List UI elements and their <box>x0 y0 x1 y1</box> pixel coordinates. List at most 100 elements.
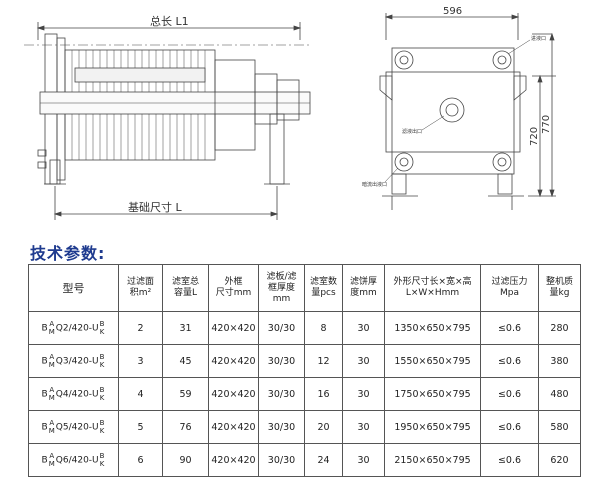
cell-weight: 280 <box>538 311 581 345</box>
front-view <box>24 22 312 220</box>
cell-cake: 30 <box>342 443 385 477</box>
cell-area: 3 <box>118 344 163 378</box>
col-area-l2: 积m² <box>129 288 152 298</box>
cell-pressure: ≤0.6 <box>480 311 539 345</box>
col-frame: 外框 尺寸mm <box>208 264 259 312</box>
col-thickness-l1: 滤板/滤 <box>266 271 297 282</box>
col-weight-l2: 量kg <box>549 288 570 298</box>
cell-thickness: 30/30 <box>258 344 305 378</box>
cell-chambers: 16 <box>304 377 343 411</box>
col-frame-l2: 尺寸mm <box>215 288 252 298</box>
col-volume: 滤室总 容量L <box>162 264 209 312</box>
model-prefix-variant: A <box>49 353 55 361</box>
col-model: 型号 <box>28 264 119 312</box>
cell-pressure: ≤0.6 <box>480 410 539 444</box>
model-suffix-variant: B <box>99 386 105 394</box>
technical-drawing: 总长 L1 基础尺寸 L <box>24 6 556 220</box>
cell-cake: 30 <box>342 344 385 378</box>
cell-cake: 30 <box>342 410 385 444</box>
cell-weight: 620 <box>538 443 581 477</box>
cell-volume: 31 <box>162 311 209 345</box>
cell-thickness: 30/30 <box>258 311 305 345</box>
cell-area: 6 <box>118 443 163 477</box>
cell-volume: 76 <box>162 410 209 444</box>
model-prefix: B <box>41 323 48 334</box>
cell-weight: 380 <box>538 344 581 378</box>
col-pressure-l2: Mpa <box>500 288 519 298</box>
col-thickness: 滤板/滤 框厚度 mm <box>258 264 305 312</box>
cell-area: 4 <box>118 377 163 411</box>
callout-mid: 滤液出口 <box>402 128 422 135</box>
col-volume-l2: 容量L <box>173 288 197 298</box>
spec-table: 型号 过滤面 积m² 滤室总 容量L 外框 尺寸mm 滤板/滤 框厚度 mm 滤… <box>28 264 581 477</box>
cell-weight: 580 <box>538 410 581 444</box>
col-cake-l2: 度mm <box>350 288 377 298</box>
col-chambers-l1: 滤室数 <box>309 277 337 287</box>
col-dimensions-l1: 外形尺寸长×宽×高 <box>393 277 472 287</box>
model-suffix-variant: B <box>99 320 105 328</box>
cell-frame: 420×420 <box>208 377 259 411</box>
cell-cake: 30 <box>342 311 385 345</box>
cell-chambers: 24 <box>304 443 343 477</box>
cell-pressure: ≤0.6 <box>480 377 539 411</box>
cell-volume: 59 <box>162 377 209 411</box>
model-prefix-variant: A <box>49 386 55 394</box>
model-prefix-variant: A <box>49 419 55 427</box>
col-dimensions-l2: L×W×Hmm <box>405 288 460 298</box>
col-volume-l1: 滤室总 <box>171 277 199 287</box>
col-cake-l1: 滤饼厚 <box>349 277 377 287</box>
col-area: 过滤面 积m² <box>118 264 163 312</box>
model-code: Q4/420-U <box>55 389 99 400</box>
callout-top: 进液口 <box>531 35 546 42</box>
col-pressure: 过滤压力 Mpa <box>480 264 539 312</box>
col-chambers-l2: 量pcs <box>311 288 336 298</box>
model-prefix: B <box>41 455 48 466</box>
cell-frame: 420×420 <box>208 443 259 477</box>
cell-cake: 30 <box>342 377 385 411</box>
col-weight-l1: 整机质 <box>545 277 573 287</box>
cell-area: 5 <box>118 410 163 444</box>
side-width-dim: 596 <box>443 6 462 17</box>
cell-frame: 420×420 <box>208 410 259 444</box>
cell-dimensions: 1950×650×795 <box>384 410 481 444</box>
cell-thickness: 30/30 <box>258 377 305 411</box>
col-cake: 滤饼厚 度mm <box>342 264 385 312</box>
model-prefix-variant: M <box>48 460 55 468</box>
col-thickness-l3: mm <box>272 293 291 304</box>
model-suffix-variant: B <box>99 419 105 427</box>
col-chambers: 滤室数 量pcs <box>304 264 343 312</box>
cell-pressure: ≤0.6 <box>480 344 539 378</box>
cell-dimensions: 1550×650×795 <box>384 344 481 378</box>
cell-volume: 90 <box>162 443 209 477</box>
cell-dimensions: 1750×650×795 <box>384 377 481 411</box>
model-prefix-variant: M <box>48 361 55 369</box>
model-suffix-variant: K <box>99 361 105 369</box>
cell-frame: 420×420 <box>208 311 259 345</box>
model-code: Q2/420-U <box>55 323 99 334</box>
model-suffix-variant: B <box>99 353 105 361</box>
model-prefix-variant: M <box>48 328 55 336</box>
cell-pressure: ≤0.6 <box>480 443 539 477</box>
side-view <box>379 13 556 210</box>
model-code: Q5/420-U <box>55 422 99 433</box>
model-prefix-variant: M <box>48 427 55 435</box>
cell-dimensions: 1350×650×795 <box>384 311 481 345</box>
table-header-row: 型号 过滤面 积m² 滤室总 容量L 外框 尺寸mm 滤板/滤 框厚度 mm 滤… <box>28 264 581 312</box>
col-area-l1: 过滤面 <box>126 277 154 287</box>
